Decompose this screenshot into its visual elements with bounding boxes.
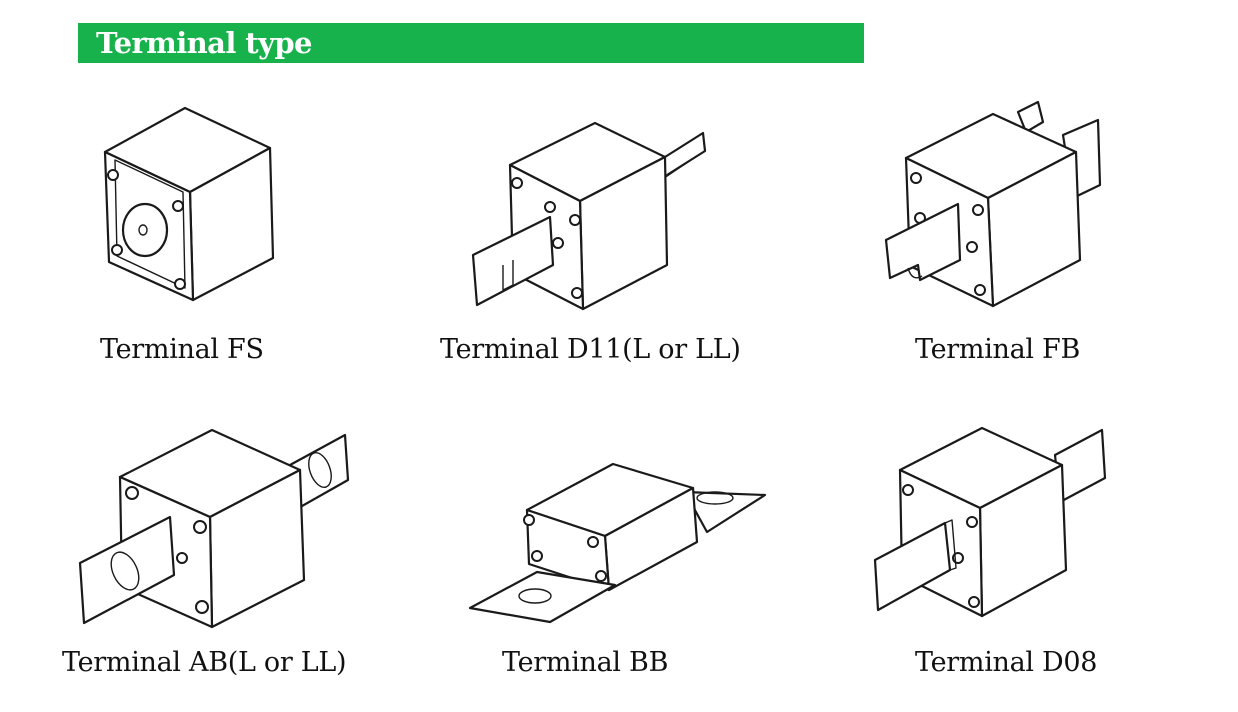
terminal-caption: Terminal FS [100,334,264,365]
terminal-caption: Terminal D08 [915,647,1098,678]
fuse-terminal-d08-icon [873,426,1107,618]
fuse-terminal-fs-icon [103,106,275,302]
terminal-caption: Terminal BB [502,647,669,678]
section-title: Terminal type [96,25,312,60]
fuse-terminal-ab-icon [78,428,350,629]
fuse-terminal-bb-icon [468,462,767,624]
terminal-caption: Terminal FB [915,334,1081,365]
fuse-terminal-d11-icon [471,121,707,311]
terminal-caption: Terminal D11(L or LL) [440,334,741,365]
section-header: Terminal type [78,23,864,63]
terminal-caption: Terminal AB(L or LL) [62,647,347,678]
fuse-terminal-fb-icon [884,100,1102,308]
